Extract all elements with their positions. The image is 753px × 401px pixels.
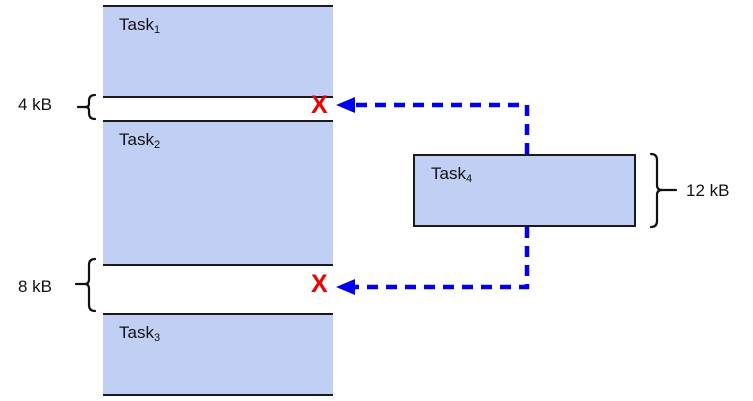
brace-hole1: [76, 93, 97, 121]
size-label-hole1: 4 kB: [18, 95, 53, 114]
brace-task4: [649, 152, 678, 229]
arrowhead-hole2: [336, 279, 355, 295]
memory-block-task1-label: Task1: [119, 15, 161, 36]
memory-block-hole1: [103, 98, 333, 122]
brace-hole2: [74, 257, 97, 313]
main-memory-column: Task1 Task2 Task3: [103, 5, 333, 396]
memory-block-task2: Task2: [103, 120, 333, 266]
memory-block-task3: Task3: [103, 313, 333, 396]
arrow-task4-to-hole1: [352, 102, 530, 154]
memory-block-task1: Task1: [103, 5, 333, 98]
memory-block-hole2: [103, 266, 333, 320]
reject-mark-hole1: X: [311, 91, 328, 119]
reject-mark-hole2: X: [311, 270, 328, 298]
size-label-task4: 12 kB: [686, 181, 730, 200]
memory-block-task2-label: Task2: [119, 130, 161, 151]
arrowhead-hole1: [336, 97, 355, 113]
arrow-task4-to-hole2: [352, 227, 530, 290]
size-label-hole2: 8 kB: [18, 277, 53, 296]
incoming-task4-box: Task4: [413, 154, 636, 227]
incoming-task4-label: Task4: [431, 164, 473, 185]
memory-block-task3-label: Task3: [119, 323, 161, 344]
